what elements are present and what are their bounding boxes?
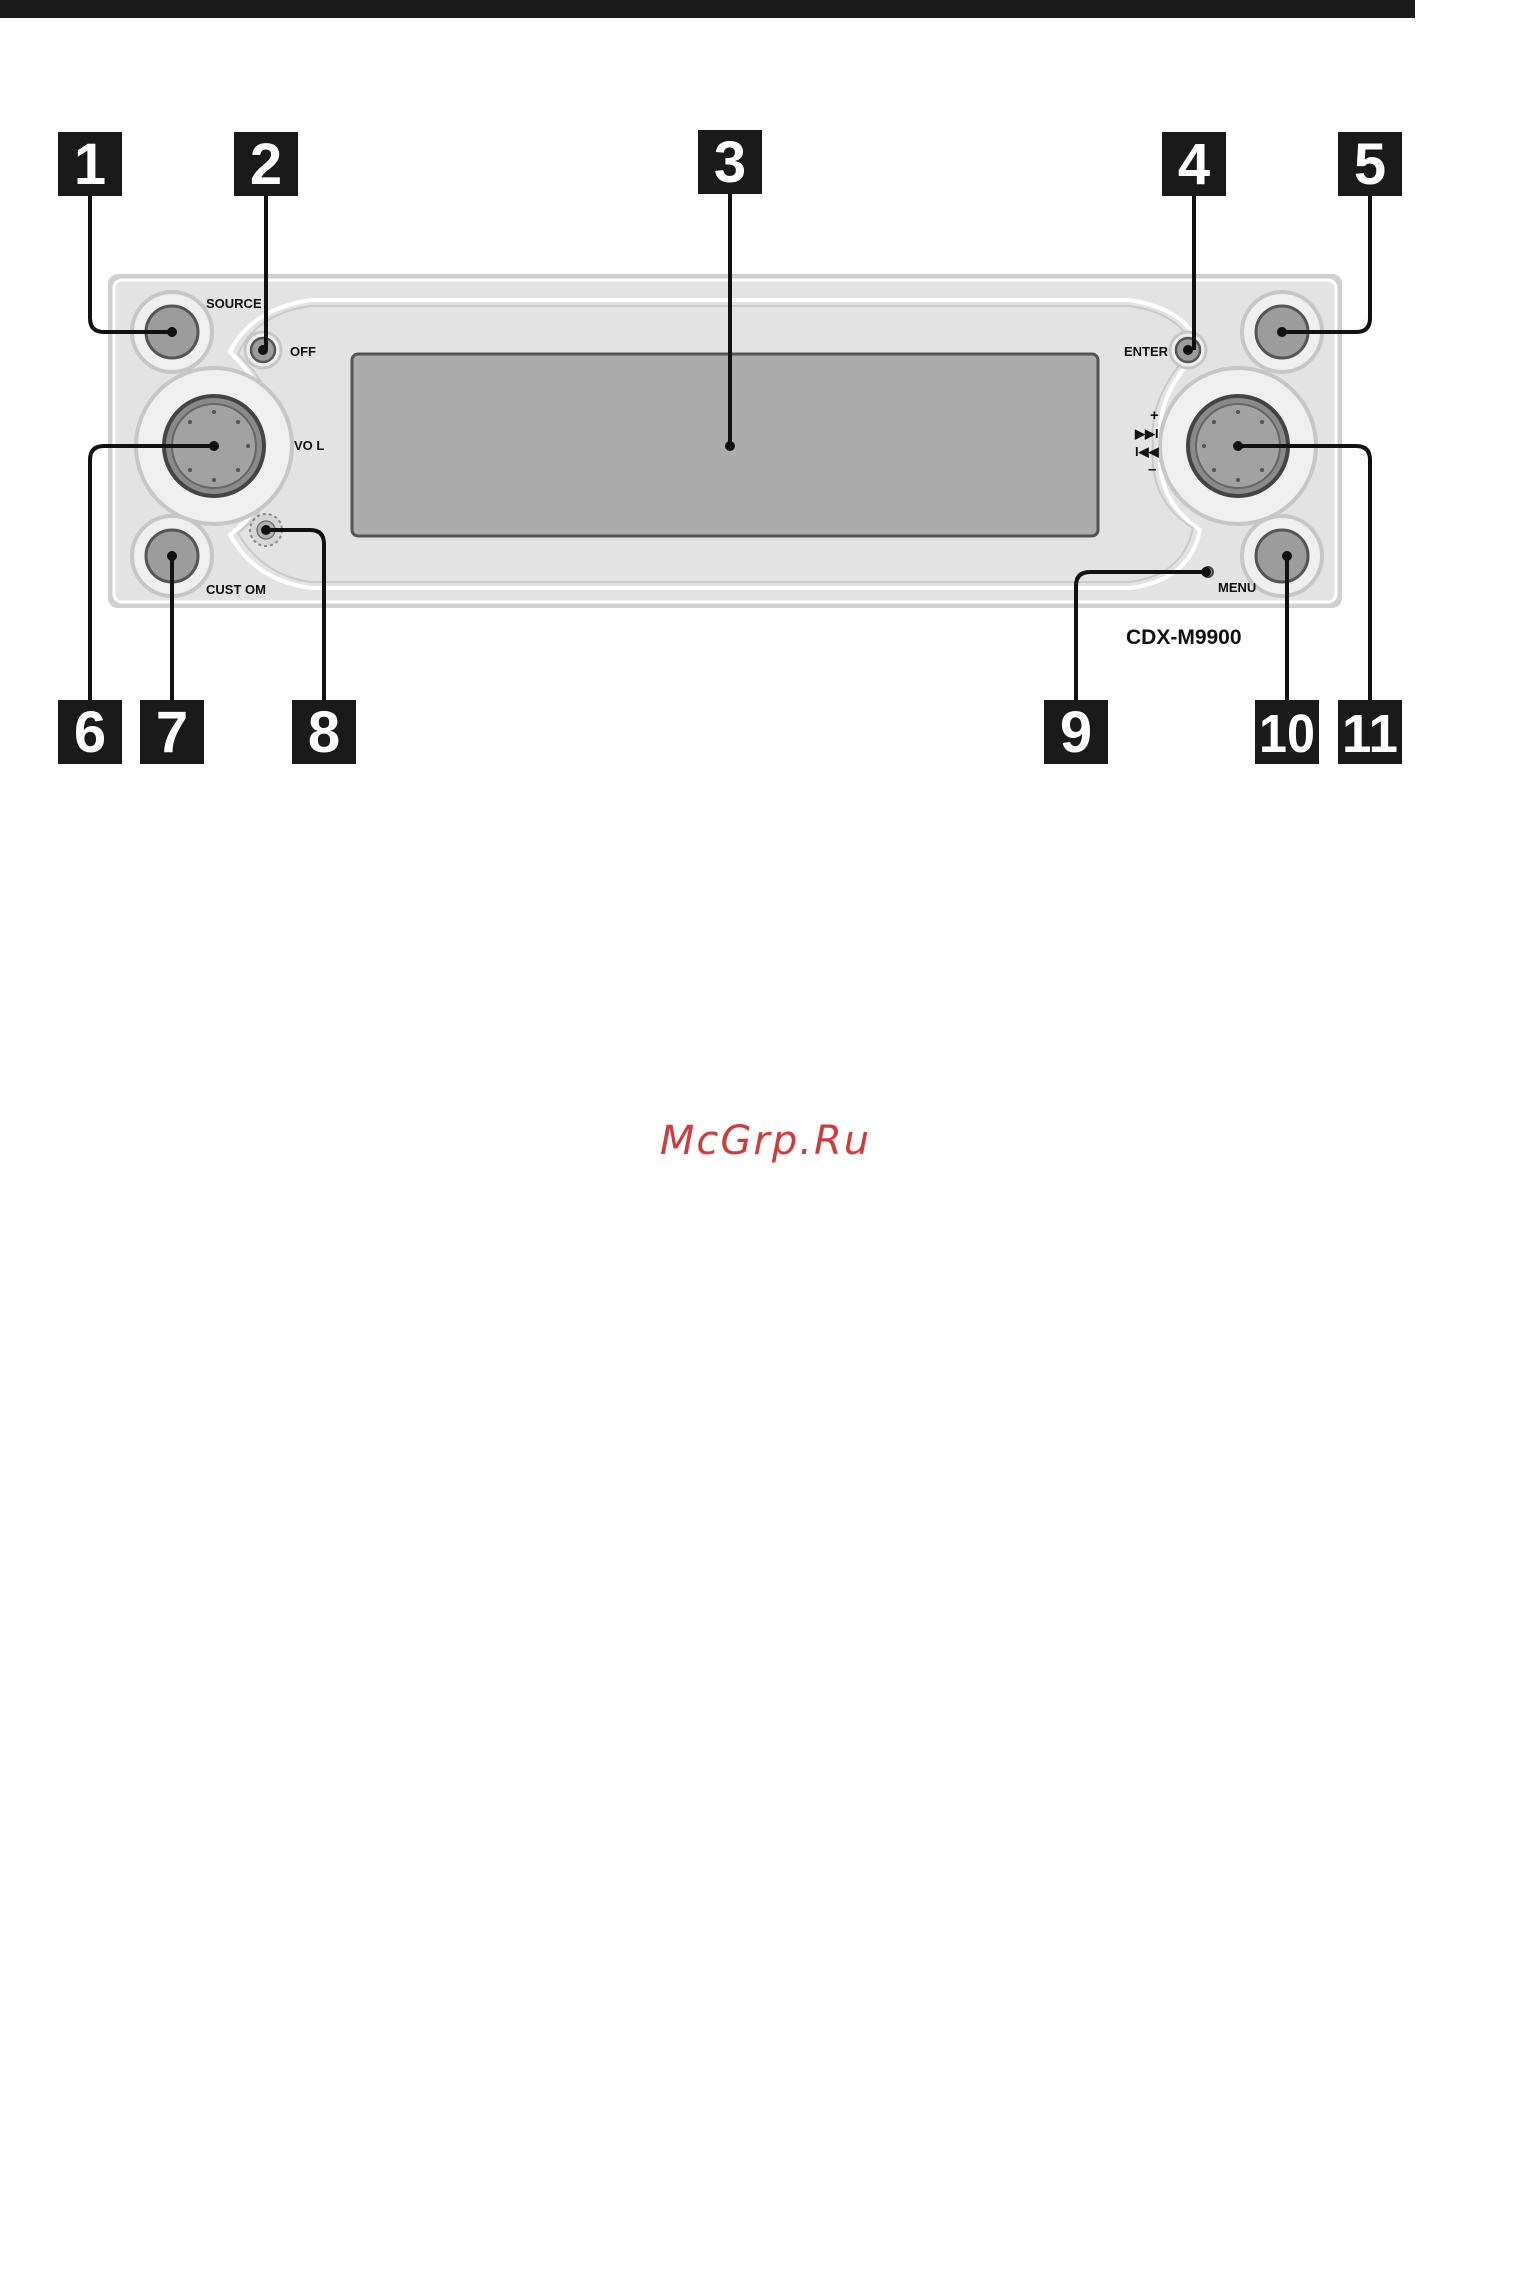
callout-1: 1 bbox=[58, 132, 122, 197]
svg-text:8: 8 bbox=[308, 700, 340, 765]
next-track-icon: ▶▶I bbox=[1134, 426, 1159, 441]
callout-5: 5 bbox=[1338, 132, 1402, 197]
model-name: CDX-M9900 bbox=[1126, 626, 1242, 649]
source-label: SOURCE bbox=[206, 296, 262, 311]
callout-7: 7 bbox=[140, 700, 204, 765]
display-window bbox=[352, 354, 1098, 536]
svg-text:5: 5 bbox=[1354, 132, 1386, 197]
callout-10: 10 bbox=[1255, 700, 1319, 764]
svg-text:4: 4 bbox=[1178, 132, 1210, 197]
callout-4: 4 bbox=[1162, 132, 1226, 197]
svg-text:7: 7 bbox=[156, 700, 188, 765]
svg-text:9: 9 bbox=[1060, 700, 1092, 765]
callout-2: 2 bbox=[234, 132, 298, 197]
svg-text:3: 3 bbox=[714, 130, 746, 195]
menu-label: MENU bbox=[1218, 580, 1256, 595]
off-label: OFF bbox=[290, 344, 316, 359]
svg-text:2: 2 bbox=[250, 132, 282, 197]
prev-track-icon: I◀◀ bbox=[1135, 444, 1160, 459]
enter-label: ENTER bbox=[1124, 344, 1169, 359]
svg-text:10: 10 bbox=[1259, 704, 1315, 764]
callout-9: 9 bbox=[1044, 700, 1108, 765]
vol-label: VO L bbox=[294, 438, 324, 453]
callout-3: 3 bbox=[698, 130, 762, 195]
custom-label: CUST OM bbox=[206, 582, 266, 597]
plus-label: + bbox=[1150, 407, 1159, 424]
watermark: McGrp.Ru bbox=[0, 1118, 1531, 1164]
svg-text:11: 11 bbox=[1342, 704, 1398, 764]
callout-8: 8 bbox=[292, 700, 356, 765]
minus-label: – bbox=[1148, 461, 1156, 478]
callout-11: 11 bbox=[1338, 700, 1402, 764]
callout-6: 6 bbox=[58, 700, 122, 765]
svg-text:6: 6 bbox=[74, 700, 106, 765]
svg-text:1: 1 bbox=[74, 132, 106, 197]
